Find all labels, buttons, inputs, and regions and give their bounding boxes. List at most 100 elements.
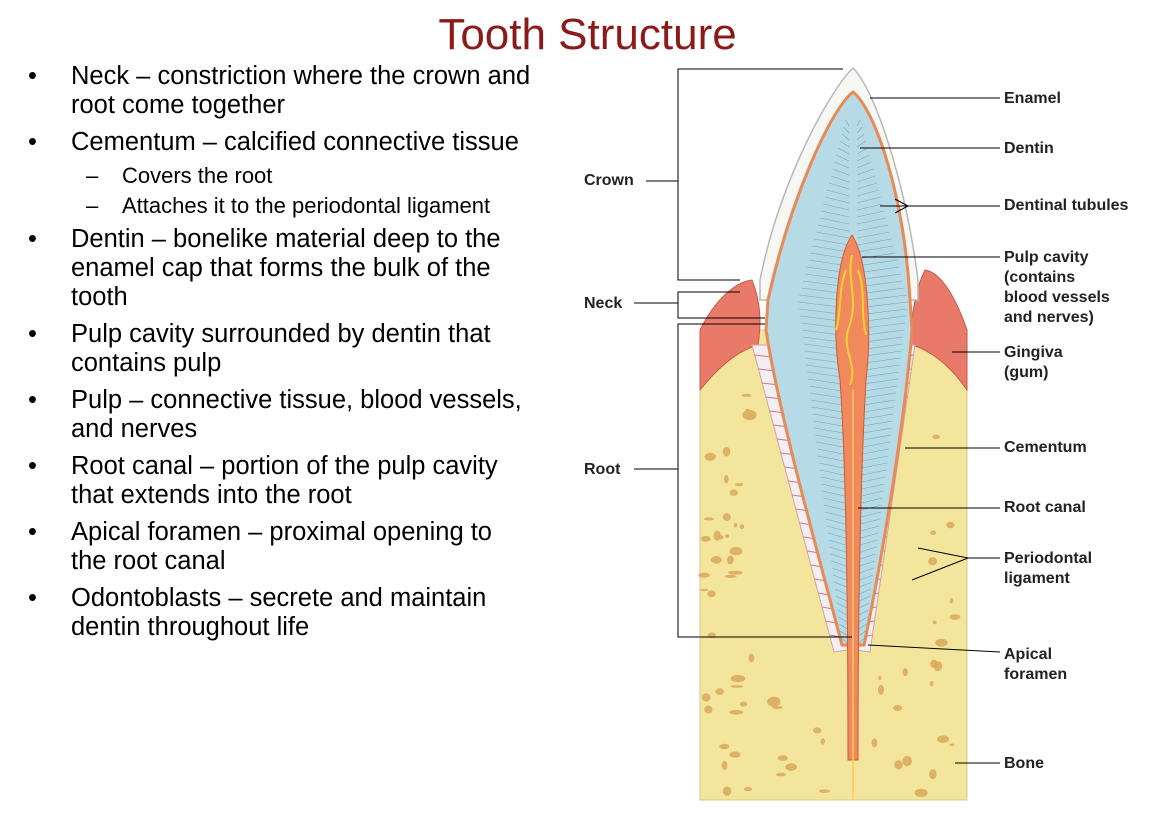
- bullet-line: that extends into the root: [71, 481, 352, 509]
- bullet-line: dentin throughout life: [71, 613, 310, 641]
- bullet-root-canal: • Root canal – portion of the pulp cavit…: [28, 452, 588, 510]
- bone-spots: [698, 393, 961, 798]
- label-dentinal-tubules: Dentinal tubules: [1004, 197, 1129, 214]
- label-periodontal-ligament: Periodontal ligament: [1004, 549, 1092, 589]
- bone-spot: [729, 710, 744, 715]
- dentinal-tubule: [822, 490, 850, 498]
- label-enamel: Enamel: [1004, 90, 1061, 107]
- bone-spot: [725, 534, 730, 538]
- sub-bullet-attaches: – Attaches it to the periodontal ligamen…: [28, 193, 588, 219]
- dentinal-tubule: [812, 245, 850, 253]
- pulp-vessels: [835, 254, 867, 386]
- label-line: Periodontal: [1004, 550, 1093, 567]
- bone-spot: [949, 598, 954, 604]
- dentinal-tubule: [856, 238, 892, 246]
- bullet-marker: •: [28, 386, 37, 414]
- label-line: ligament: [1004, 570, 1070, 587]
- dentinal-tubule: [856, 231, 891, 239]
- bone-spot: [929, 769, 937, 780]
- label-line: blood vessels: [1004, 289, 1110, 306]
- ligament-leader: [911, 547, 1000, 581]
- dentinal-tubule: [856, 140, 867, 148]
- bullet-apical-foramen: • Apical foramen – proximal opening to t…: [28, 518, 588, 576]
- bullet-line: Dentin – bonelike material deep to the: [71, 225, 501, 253]
- bone-spot: [704, 705, 713, 714]
- dentinal-tubule: [841, 133, 850, 141]
- dentinal-tubule: [856, 126, 863, 134]
- bone-spot: [894, 760, 903, 770]
- tubules-leader: [880, 198, 1000, 214]
- bullet-marker: •: [28, 128, 37, 156]
- sub-bullet-line: Covers the root: [122, 163, 273, 188]
- bone-spot: [730, 685, 744, 688]
- bone-spot: [740, 701, 748, 707]
- bone-spot: [946, 521, 955, 529]
- label-line: foramen: [1004, 666, 1068, 683]
- bone-spot: [729, 546, 743, 556]
- bone-spot: [723, 475, 729, 484]
- bone-spot: [748, 653, 755, 663]
- gingiva-right: [911, 269, 968, 392]
- bullet-cementum: • Cementum – calcified connective tissue: [28, 128, 588, 157]
- bullet-dentin: • Dentin – bonelike material deep to the…: [28, 225, 588, 312]
- bone-spot: [728, 570, 743, 575]
- dentinal-tubule: [823, 497, 850, 505]
- dentinal-tubule: [839, 140, 850, 148]
- label-bone: Bone: [1004, 755, 1044, 772]
- dentinal-tubule: [828, 539, 850, 547]
- dentinal-tubule: [856, 259, 898, 267]
- bone-spot: [935, 638, 948, 647]
- dentinal-tubule: [830, 553, 850, 561]
- label-gingiva: Gingiva (gum): [1004, 343, 1063, 383]
- dash-marker: –: [86, 193, 99, 218]
- dentinal-tubule: [838, 147, 850, 155]
- label-cementum: Cementum: [1004, 439, 1087, 456]
- bone-spot: [713, 530, 721, 541]
- bullet-line: Pulp – connective tissue, blood vessels,: [71, 386, 522, 414]
- dentinal-tubule: [832, 574, 850, 582]
- dentinal-tubule: [831, 560, 850, 568]
- dentinal-tubule: [834, 161, 850, 169]
- bone-spot: [722, 786, 732, 796]
- dentinal-tubule: [856, 245, 894, 253]
- dentinal-tubule: [856, 154, 870, 162]
- bone-spot: [730, 675, 746, 683]
- bullet-line: and nerves: [71, 415, 198, 443]
- bullet-pulp: • Pulp – connective tissue, blood vessel…: [28, 386, 588, 444]
- bone-spot: [733, 523, 738, 528]
- label-line: (contains: [1004, 269, 1076, 286]
- bone-spot: [729, 751, 741, 758]
- bone-spot: [932, 434, 941, 439]
- dentinal-tubule: [829, 546, 850, 554]
- label-root-canal: Root canal: [1004, 499, 1086, 516]
- bullet-list: • Neck – constriction where the crown an…: [28, 62, 588, 650]
- bullet-line: Neck – constriction where the crown and: [71, 62, 531, 90]
- bullet-line: Root canal – portion of the pulp cavity: [71, 452, 498, 480]
- bullet-line: Apical foramen – proximal opening to: [71, 518, 492, 546]
- bone-spot: [949, 743, 955, 746]
- label-line: Gingiva: [1004, 344, 1063, 361]
- bone-spot: [707, 590, 716, 598]
- bone-spot: [745, 408, 750, 412]
- bone-spot: [742, 409, 757, 421]
- dentinal-tubule: [856, 133, 865, 141]
- bullet-pulp-cavity: • Pulp cavity surrounded by dentin that …: [28, 320, 588, 378]
- dentinal-tubule: [836, 154, 850, 162]
- bone-spot: [928, 557, 938, 566]
- bone-spot: [929, 681, 934, 687]
- bone-spot: [776, 772, 787, 777]
- bone-spot: [820, 738, 825, 745]
- bone-spot: [715, 688, 724, 695]
- dentinal-tubule: [823, 203, 850, 211]
- bone-spot: [698, 572, 710, 578]
- label-line: Pulp cavity: [1004, 249, 1089, 266]
- dentinal-tubule: [856, 196, 881, 204]
- bone-spot: [729, 489, 738, 496]
- bullet-line: Pulp cavity surrounded by dentin that: [71, 320, 491, 348]
- sub-bullet-covers-root: – Covers the root: [28, 163, 588, 189]
- bone-spot: [878, 675, 882, 681]
- bone-spot: [721, 745, 726, 749]
- dentinal-tubule: [827, 532, 850, 540]
- sub-bullet-line: Attaches it to the periodontal ligament: [122, 193, 491, 218]
